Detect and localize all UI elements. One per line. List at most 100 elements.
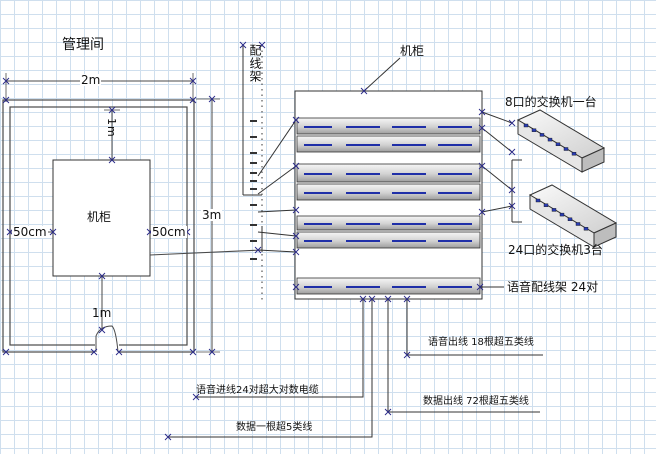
rack-panels — [296, 117, 481, 295]
switch-port — [563, 147, 569, 151]
connection-points — [2, 41, 516, 441]
voice-out-label: 语音出线 18根超五类线 — [428, 337, 534, 348]
patch-frame-ports — [250, 120, 257, 260]
connection-x — [115, 348, 123, 356]
switch-port — [583, 226, 589, 231]
data-out-label: 数据出线 72根超五类线 — [423, 396, 529, 407]
frame-port — [250, 204, 257, 206]
connection-x — [403, 351, 411, 359]
connection-x — [292, 116, 300, 124]
connection-x — [164, 433, 172, 441]
right-gap-label: 50cm — [151, 225, 187, 239]
switch8-label: 8口的交换机一台 — [505, 95, 597, 109]
connection-x — [292, 248, 300, 256]
door-swing — [95, 325, 119, 353]
frame-port — [250, 224, 257, 226]
switch-port — [543, 203, 549, 207]
top-gap-label: 1m — [105, 118, 118, 138]
connection-x — [98, 272, 106, 280]
switch-port — [539, 133, 545, 137]
connection-x — [368, 295, 376, 303]
connection-x — [508, 119, 516, 127]
patch-frame — [242, 45, 297, 300]
frame-port — [250, 188, 257, 190]
switch-port — [523, 123, 529, 128]
connection-x — [98, 326, 106, 334]
connection-x — [49, 228, 57, 236]
frame-port — [250, 172, 257, 174]
connection-x — [2, 96, 10, 104]
patch-frame-label: 配线架 — [248, 44, 262, 83]
rack-panel — [296, 231, 481, 249]
switch-port — [555, 142, 561, 147]
room-plan — [2, 73, 263, 354]
connection-x — [292, 232, 300, 240]
switch-leaders — [480, 111, 522, 288]
connection-x — [478, 124, 486, 132]
connection-x — [292, 283, 300, 291]
frame-port — [250, 120, 257, 122]
switch-port — [531, 128, 537, 132]
rack-panel — [296, 163, 481, 183]
connection-x — [189, 96, 197, 104]
connection-x — [2, 77, 10, 85]
connection-x — [508, 186, 516, 194]
connection-x — [384, 295, 392, 303]
connection-x — [508, 148, 516, 156]
connection-x — [478, 162, 486, 170]
bottom-gap-label: 1m — [92, 306, 112, 320]
voice-patch-label: 语音配线架 24对 — [507, 280, 599, 294]
frame-port — [250, 162, 257, 164]
connection-x — [108, 156, 116, 164]
connection-x — [208, 95, 216, 103]
connection-x — [2, 348, 10, 356]
connection-x — [478, 208, 486, 216]
rack-panel — [296, 183, 481, 201]
connection-x — [292, 206, 300, 214]
switch-port — [551, 208, 557, 212]
connection-x — [90, 348, 98, 356]
connection-x — [208, 348, 216, 356]
connection-x — [360, 87, 368, 95]
connection-x — [192, 393, 200, 401]
room-height-label: 3m — [201, 208, 223, 222]
frame-port — [250, 240, 257, 242]
switch-port — [575, 222, 581, 226]
frame-port — [250, 152, 257, 154]
rack-panel — [296, 135, 481, 153]
connection-x — [403, 295, 411, 303]
door-gap — [95, 338, 119, 354]
left-gap-label: 50cm — [12, 225, 48, 239]
frame-port — [250, 258, 257, 260]
connection-x — [508, 202, 516, 210]
room-width-label: 2m — [80, 73, 102, 87]
switch24-label: 24口的交换机3台 — [508, 243, 603, 257]
room-title: 管理间 — [62, 37, 104, 53]
voice-in-label: 语音进线24对超大对数电缆 — [196, 385, 319, 396]
frame-port — [250, 180, 257, 182]
connection-x — [478, 108, 486, 116]
frame-port — [250, 136, 257, 138]
connection-x — [258, 41, 266, 49]
switch-port — [535, 198, 541, 203]
cable-lines — [168, 299, 543, 438]
connection-x — [239, 41, 247, 49]
connection-x — [292, 162, 300, 170]
connection-x — [108, 106, 116, 114]
connection-x — [189, 348, 197, 356]
rack-panel — [296, 215, 481, 231]
switch-port — [547, 137, 553, 142]
connection-x — [476, 283, 484, 291]
connection-x — [384, 408, 392, 416]
connection-x — [254, 246, 262, 254]
switch-8-port-icon — [516, 109, 606, 173]
rack-cabinet-label: 机柜 — [400, 44, 425, 58]
data-in-label: 数据一根超5类线 — [236, 422, 313, 433]
switch-port — [559, 212, 565, 217]
connection-x — [189, 77, 197, 85]
room-cabinet-box — [52, 159, 151, 277]
switch-port — [571, 151, 577, 156]
room-cabinet-label: 机柜 — [87, 210, 112, 224]
switch-24-port-icon — [528, 184, 618, 248]
